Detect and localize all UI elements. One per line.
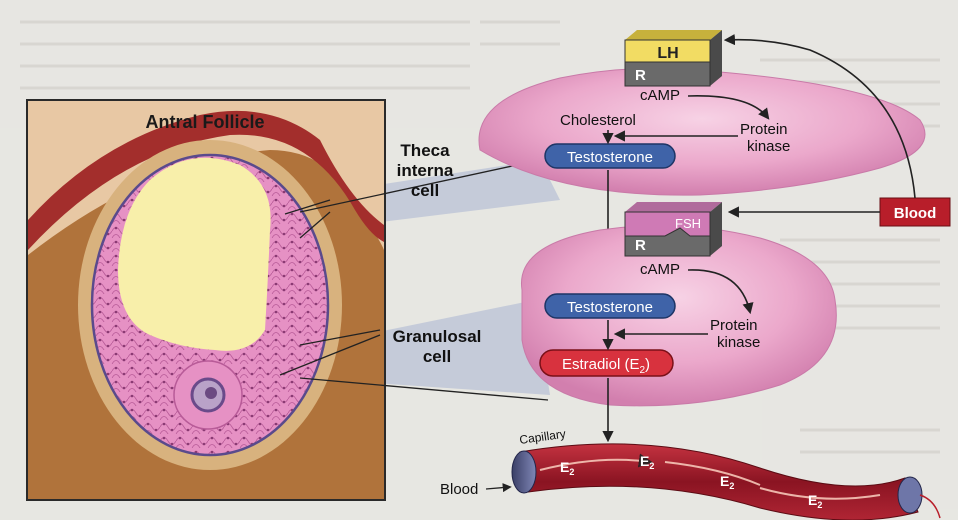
granulosa-label-line1: Granulosal (393, 327, 482, 346)
oocyte-nucleus (205, 387, 217, 399)
granulosa-camp: cAMP (640, 261, 680, 278)
lh-label: LH (657, 45, 678, 62)
theca-camp: cAMP (640, 87, 680, 104)
granulosa-protein-kinase-line2: kinase (717, 334, 760, 351)
blood-vessel-label: Blood (440, 481, 478, 498)
fsh-label: FSH (675, 216, 701, 231)
theca-testosterone-label: Testosterone (567, 149, 653, 166)
theca-protein-kinase-line2: kinase (747, 138, 790, 155)
capillary-right-opening (898, 477, 922, 513)
granulosa-testosterone-label: Testosterone (567, 299, 653, 316)
theca-protein-kinase-line1: Protein (740, 121, 788, 138)
fsh-receptor-complex: FSH R (625, 202, 722, 256)
lh-receptor-complex: LH R (625, 30, 722, 86)
theca-label-line1: Theca (400, 141, 450, 160)
fsh-receptor-label: R (635, 237, 646, 254)
estradiol-main: Estradiol (E (562, 356, 640, 373)
granulosa-protein-kinase-line1: Protein (710, 317, 758, 334)
blood-source-label: Blood (894, 205, 937, 222)
theca-label-line2: interna (397, 161, 454, 180)
inset-title: Antral Follicle (145, 112, 264, 132)
lh-receptor-label: R (635, 67, 646, 84)
antral-follicle-inset: Antral Follicle (27, 100, 385, 500)
granulosa-label-line2: cell (423, 347, 451, 366)
theca-cholesterol: Cholesterol (560, 112, 636, 129)
capillary-left-opening (512, 451, 536, 493)
estradiol-close: ) (645, 356, 650, 373)
theca-label-line3: cell (411, 181, 439, 200)
